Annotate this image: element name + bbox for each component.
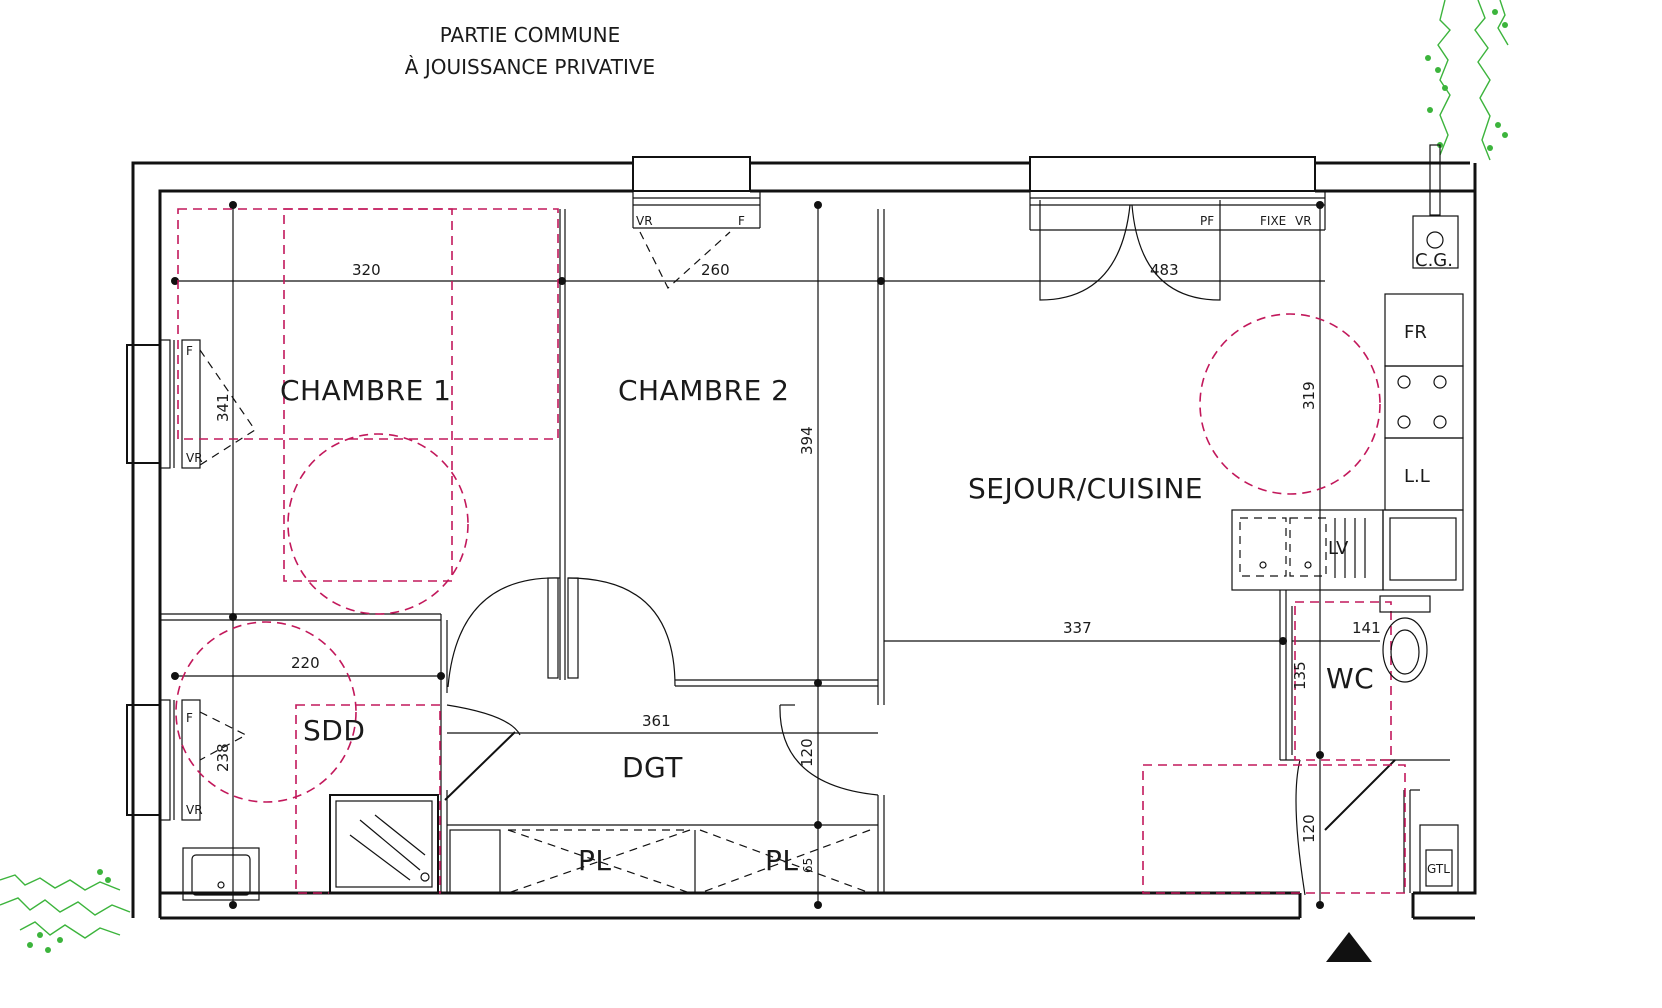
dim-chambre1-height: 341 xyxy=(214,393,232,422)
kitchen-block: FR L.L LV xyxy=(1231,293,1464,591)
fixture-ll-label: L.L xyxy=(1404,466,1430,487)
dim-dgt-door: 120 xyxy=(798,738,816,767)
header-line-2: À JOUISSANCE PRIVATIVE xyxy=(405,55,655,79)
dim-sejour-lower: 337 xyxy=(1063,619,1092,637)
doors xyxy=(444,577,1420,896)
fixture-cg-label: C.G. xyxy=(1415,250,1453,271)
window-sdd: F VR xyxy=(126,699,248,821)
accessibility-clearances xyxy=(175,208,1406,894)
room-sdd: SDD xyxy=(303,714,365,747)
room-pl-2: PL xyxy=(765,844,798,877)
window-sejour: PF FIXE VR xyxy=(1029,156,1326,301)
svg-text:F: F xyxy=(738,214,745,228)
vegetation-bottom-left xyxy=(0,869,131,953)
hob-icon xyxy=(1397,375,1447,429)
svg-text:VR: VR xyxy=(186,803,203,817)
room-pl-1: PL xyxy=(578,844,611,877)
fixture-lv-label: LV xyxy=(1328,538,1349,559)
room-wc: WC xyxy=(1326,662,1374,695)
dim-sejour-depth: 319 xyxy=(1300,381,1318,410)
dim-sejour-width: 483 xyxy=(1150,261,1179,279)
exterior-walls xyxy=(131,161,1477,920)
toilet-icon xyxy=(1379,595,1431,683)
dim-chambre1-width: 320 xyxy=(352,261,381,279)
window-chambre-2: VR F xyxy=(632,156,761,289)
dim-pl-small: 65 xyxy=(801,858,815,873)
sink-icon xyxy=(1239,517,1366,578)
fixture-gtl-label: GTL xyxy=(1427,862,1450,876)
dim-sdd-height: 238 xyxy=(214,743,232,772)
dim-dgt-width: 361 xyxy=(642,712,671,730)
dim-wc-height: 135 xyxy=(1291,661,1309,690)
dim-sdd-width: 220 xyxy=(291,654,320,672)
vegetation-top-right xyxy=(1425,0,1509,161)
svg-text:VR: VR xyxy=(186,451,203,465)
fixture-fr-label: FR xyxy=(1404,322,1427,343)
window-chambre-1: F VR xyxy=(126,339,256,469)
room-dgt: DGT xyxy=(622,751,683,784)
dim-wc-width: 141 xyxy=(1352,619,1381,637)
closets xyxy=(449,829,871,894)
room-sejour-cuisine: SEJOUR/CUISINE xyxy=(968,472,1203,505)
shower-icon xyxy=(329,794,439,894)
washbasin-icon xyxy=(182,847,260,901)
dim-chambre2-width: 260 xyxy=(701,261,730,279)
room-chambre-1: CHAMBRE 1 xyxy=(280,374,452,407)
room-chambre-2: CHAMBRE 2 xyxy=(618,374,790,407)
boiler-cg: C.G. xyxy=(1412,144,1459,271)
header-line-1: PARTIE COMMUNE xyxy=(440,23,620,47)
dim-chambre2-height: 394 xyxy=(798,426,816,455)
svg-text:PF: PF xyxy=(1200,214,1214,228)
svg-text:F: F xyxy=(186,711,193,725)
svg-text:VR: VR xyxy=(636,214,653,228)
svg-text:F: F xyxy=(186,344,193,358)
svg-text:VR: VR xyxy=(1295,214,1312,228)
entry-arrow-icon xyxy=(1326,932,1372,962)
svg-text:FIXE: FIXE xyxy=(1260,214,1286,228)
gtl-panel: GTL xyxy=(1419,824,1459,894)
dim-entry-door: 120 xyxy=(1300,814,1318,843)
interior-partitions xyxy=(160,209,1450,893)
dimension-lines xyxy=(171,201,1380,909)
